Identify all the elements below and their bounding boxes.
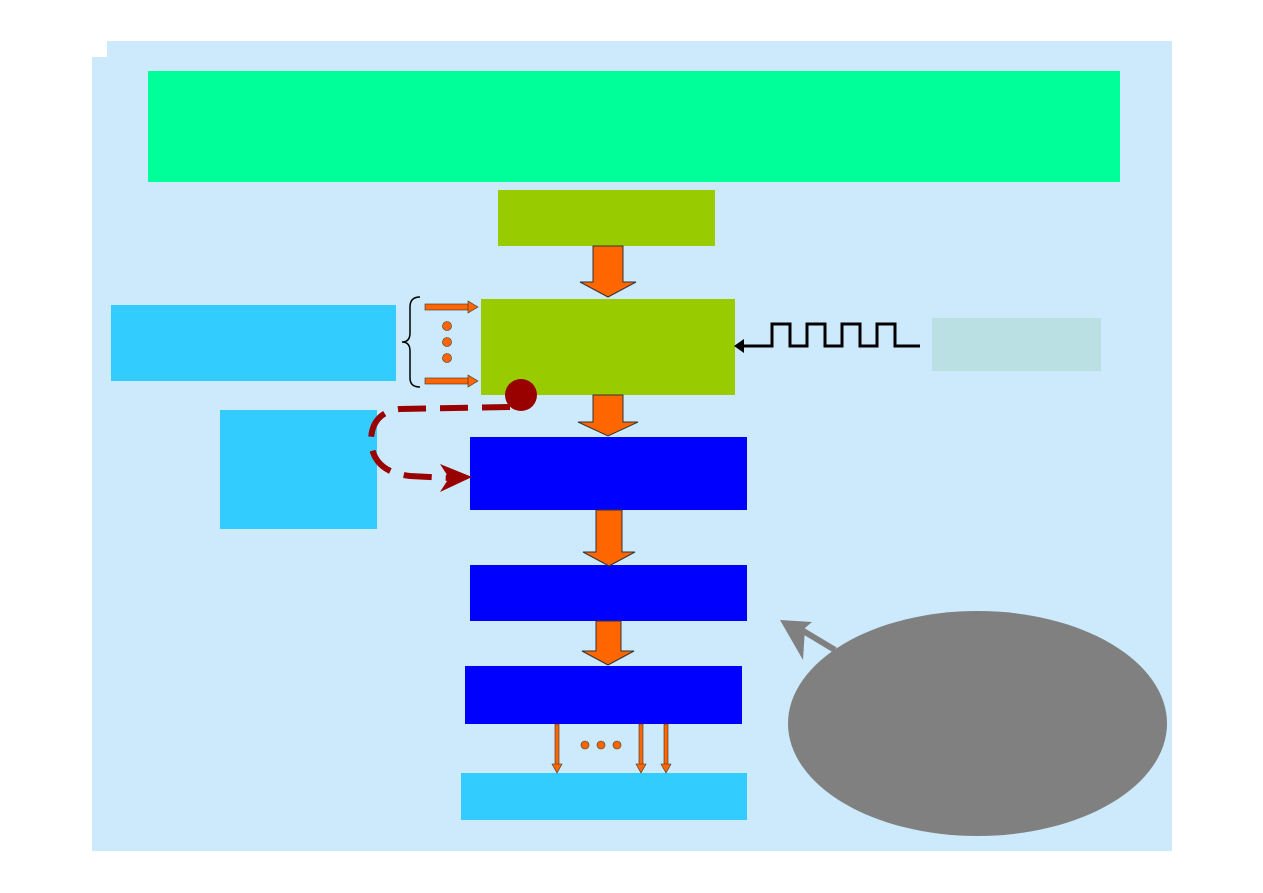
curly-brace-icon bbox=[401, 296, 421, 388]
arrow-icon bbox=[424, 374, 479, 388]
arrow-icon bbox=[577, 394, 639, 437]
dashed-feedback-arrow-icon bbox=[367, 404, 511, 481]
top-green-box bbox=[498, 190, 715, 246]
blue-box-3 bbox=[465, 666, 742, 724]
clock-waveform-icon bbox=[734, 322, 920, 353]
blue-box-1 bbox=[470, 437, 747, 510]
arrow-icon bbox=[579, 245, 637, 298]
arrow-icon bbox=[440, 464, 472, 492]
arrow-icon bbox=[424, 300, 479, 314]
ellipsis-dots-icon bbox=[580, 740, 622, 750]
left-small-box bbox=[220, 410, 377, 529]
right-clock-box bbox=[932, 318, 1101, 371]
arrow-icon bbox=[581, 620, 635, 666]
middle-green-box bbox=[481, 299, 735, 395]
arrow-icon bbox=[551, 723, 672, 774]
arrow-icon bbox=[780, 620, 837, 660]
header-box bbox=[148, 71, 1120, 182]
arrow-icon bbox=[582, 509, 636, 567]
ellipsis-dots-icon bbox=[442, 321, 452, 363]
blue-box-2 bbox=[470, 565, 747, 621]
bottom-output-box bbox=[461, 773, 747, 820]
feedback-node-dot bbox=[505, 379, 537, 411]
left-input-box bbox=[111, 305, 396, 381]
diagram-background-left-strip bbox=[92, 57, 152, 851]
callout-ellipse bbox=[788, 611, 1167, 836]
